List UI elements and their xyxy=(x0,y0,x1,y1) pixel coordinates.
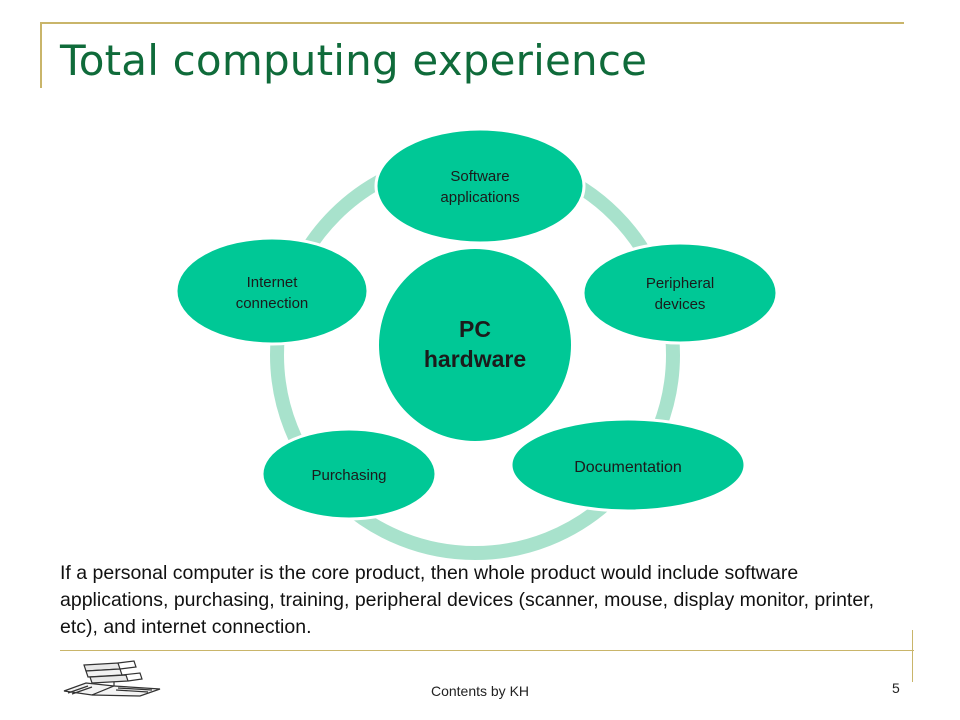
center-node-label-line2: hardware xyxy=(424,346,526,372)
page-number: 5 xyxy=(892,680,900,696)
node-documentation: Documentation xyxy=(509,417,747,513)
node-peripheral-devices: Peripheral devices xyxy=(581,241,779,345)
node-label-line1: Documentation xyxy=(574,459,682,476)
slide-caption: If a personal computer is the core produ… xyxy=(60,562,875,638)
center-node-label-line1: PC xyxy=(459,316,491,342)
frame-top-rule xyxy=(40,22,904,24)
frame-right-rule xyxy=(912,630,913,682)
node-software-applications: Software applications xyxy=(374,127,586,245)
slide-title: Total computing experience xyxy=(60,36,648,85)
node-label-line1: Purchasing xyxy=(311,467,386,484)
node-label-line2: connection xyxy=(236,295,309,312)
frame-left-rule xyxy=(40,22,42,88)
center-node-pc-hardware: PC hardware xyxy=(379,249,571,441)
books-icon xyxy=(63,660,161,697)
node-label-line1: Peripheral xyxy=(646,275,714,292)
node-label-line2: applications xyxy=(440,189,519,206)
node-purchasing: Purchasing xyxy=(260,427,438,521)
frame-bottom-rule xyxy=(60,650,914,651)
node-label-line1: Internet xyxy=(247,274,299,291)
node-internet-connection: Internet connection xyxy=(174,236,370,346)
node-label-line1: Software xyxy=(450,168,509,185)
node-label-line2: devices xyxy=(655,296,706,313)
footer-credit: Contents by KH xyxy=(430,683,530,699)
